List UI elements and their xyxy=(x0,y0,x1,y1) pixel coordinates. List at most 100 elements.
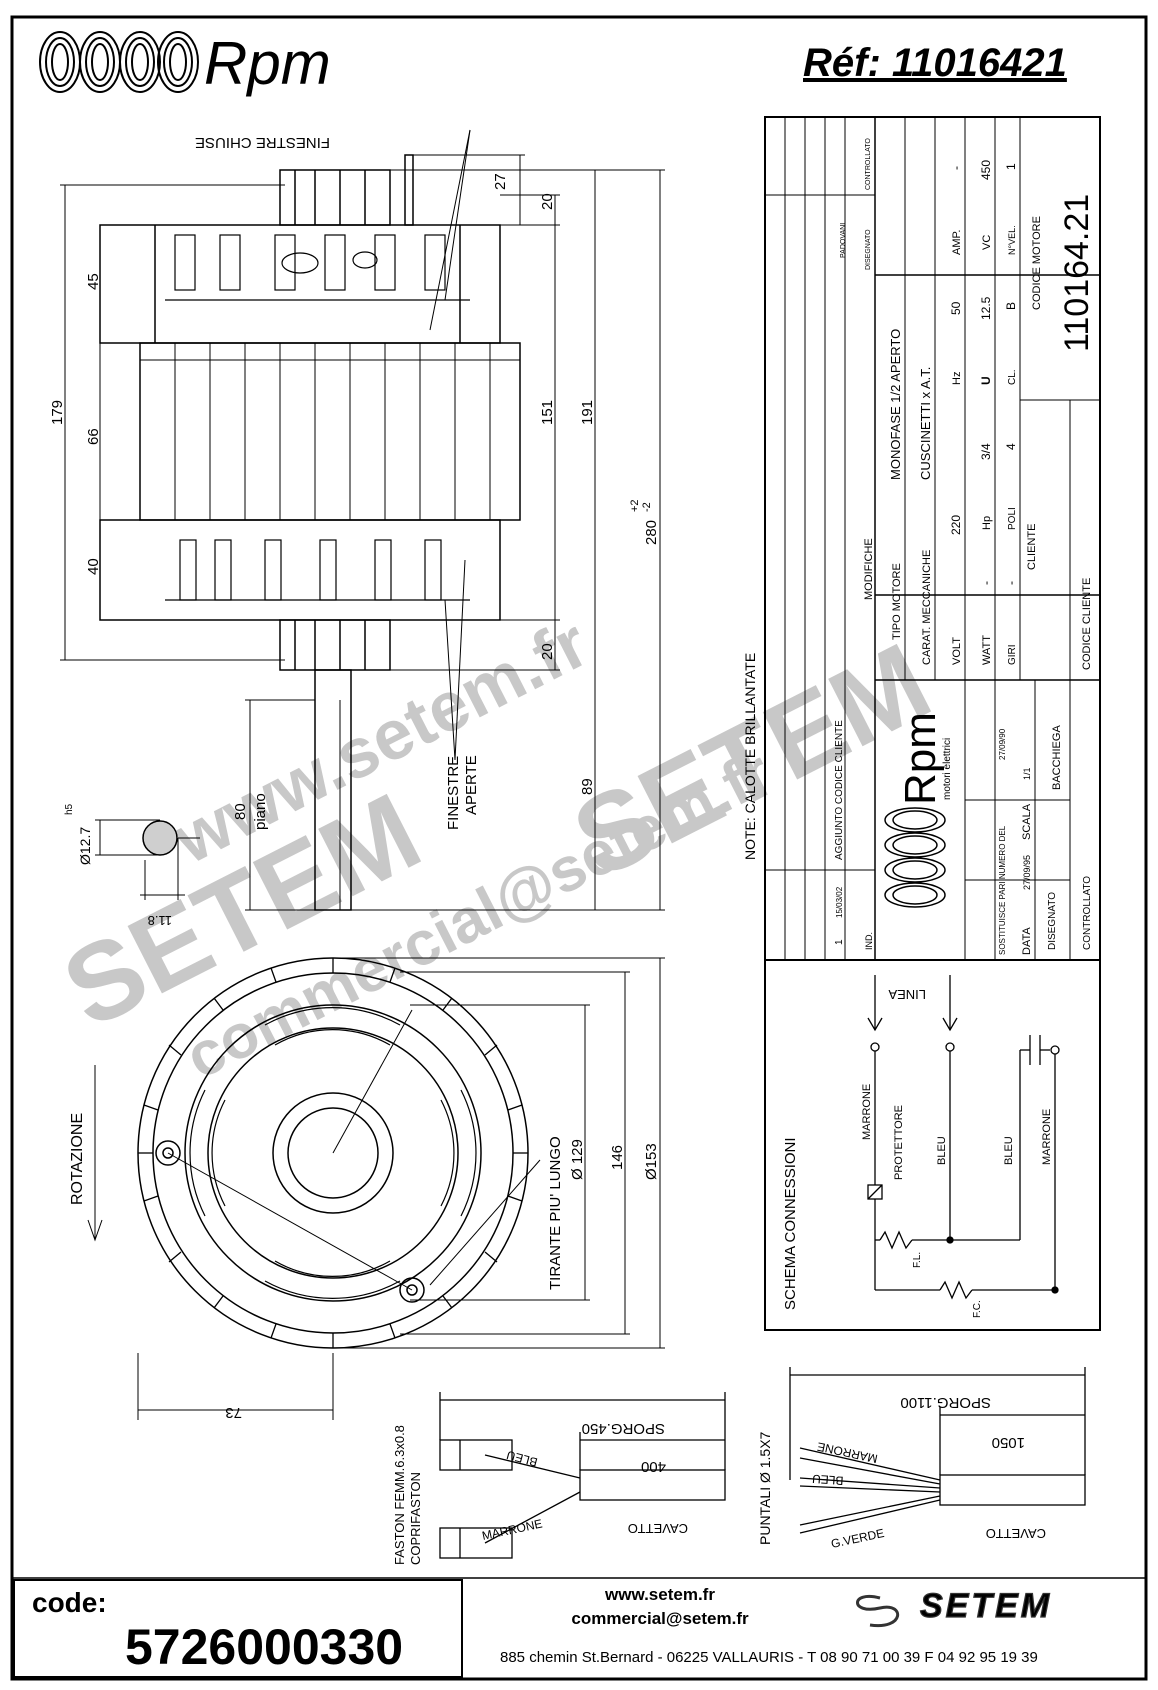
code-value: 5726000330 xyxy=(125,1619,403,1675)
tipo-motore-value: MONOFASE 1/2 APERTO xyxy=(888,329,903,480)
cable-right-bleu: BLEU xyxy=(812,1472,844,1488)
setem-logo: SETEM xyxy=(920,1587,1052,1625)
volt-label: VOLT xyxy=(951,637,963,665)
cl-label: CL. xyxy=(1007,369,1018,385)
mod-header-ind: IND. xyxy=(864,932,874,950)
label-tirante: TIRANTE PIU' LUNGO xyxy=(547,1136,564,1290)
shaft-flat-dim: 11.8 xyxy=(148,913,172,928)
label-rotazione: ROTAZIONE xyxy=(69,1113,86,1205)
nvel-label: N°VEL. xyxy=(1007,225,1017,255)
note: NOTE: CALOTTE BRILLANTATE xyxy=(742,653,758,860)
col-padovani: PADOVANI xyxy=(840,223,847,258)
title-block-logo-sub: motori elettrici xyxy=(942,738,953,800)
cable-left-cavetto: CAVETTO xyxy=(628,1521,688,1536)
footer-web: www.setem.fr xyxy=(604,1585,715,1604)
poli-label: POLI xyxy=(1007,507,1018,530)
footer-email: commercial@setem.fr xyxy=(571,1609,749,1628)
col-controllato: CONTROLLATO xyxy=(865,138,872,190)
codice-motore-value: 110164.21 xyxy=(1058,194,1096,352)
label-marrone-2: MARRONE xyxy=(1041,1109,1053,1165)
label-marrone-1: MARRONE xyxy=(861,1084,873,1140)
codice-cliente-label: CODICE CLIENTE xyxy=(1081,578,1093,670)
scala-label: SCALA xyxy=(1021,803,1033,840)
carat-label: CARAT. MECCANICHE xyxy=(921,550,933,665)
controllato-date: 27/09/90 xyxy=(998,728,1007,760)
vc-label: VC xyxy=(981,235,993,250)
label-linea: LINEA xyxy=(888,987,926,1002)
dim-89: 89 xyxy=(579,778,596,795)
side-view-labels: FINESTRE CHIUSE 27 20 45 66 40 179 151 1… xyxy=(49,134,660,830)
cliente-label: CLIENTE xyxy=(1026,524,1038,570)
dim-73: 73 xyxy=(225,1404,242,1421)
hz-value: 50 xyxy=(949,301,963,315)
mod-row1-date: 15/03/02 xyxy=(835,886,844,918)
label-fl: F.L. xyxy=(912,1252,923,1268)
label-piano: piano xyxy=(252,793,269,830)
label-finestre-chiuse: FINESTRE CHIUSE xyxy=(195,134,330,151)
dim-129: Ø 129 xyxy=(569,1139,586,1180)
cable-right xyxy=(789,1367,1086,1534)
hp-value: 3/4 xyxy=(979,443,993,460)
poli-value: 4 xyxy=(1004,443,1018,450)
title-block-text: IND. MODIFICHE 1 15/03/02 AGGIUNTO CODIC… xyxy=(742,138,1096,955)
dim-80: 80 xyxy=(232,803,249,820)
dim-280-tol-minus: -2 xyxy=(641,502,653,512)
code-box xyxy=(13,1579,463,1678)
cable-left-labels: SPORG.450 400 BLEU MARRONE CAVETTO FASTO… xyxy=(392,1420,688,1565)
brand-name: Rpm xyxy=(204,30,331,97)
dim-20-bottom: 20 xyxy=(539,643,556,660)
cable-left-400: 400 xyxy=(641,1458,666,1475)
amp-label: AMP. xyxy=(951,230,963,255)
reference-number: Réf: 11016421 xyxy=(803,41,1067,85)
cl-value: B xyxy=(1004,302,1018,310)
codice-motore-label: CODICE MOTORE xyxy=(1031,216,1043,310)
cable-left-sporg: SPORG.450 xyxy=(582,1420,665,1437)
volt-value: 220 xyxy=(949,515,963,535)
cable-right-1050: 1050 xyxy=(992,1434,1025,1451)
setem-swoosh-icon xyxy=(856,1595,899,1628)
dim-153: Ø153 xyxy=(643,1143,660,1180)
watt-label: WATT xyxy=(981,635,993,665)
tipo-motore-label: TIPO MOTORE xyxy=(891,563,903,640)
footer-address: 885 chemin St.Bernard - 06225 VALLAURIS … xyxy=(500,1649,1038,1666)
dim-151: 151 xyxy=(539,400,556,425)
faston-label-1: FASTON FEMM.6.3x0.8 xyxy=(392,1425,407,1565)
title-block xyxy=(764,116,1101,961)
cable-right-gverde: G.VERDE xyxy=(830,1526,886,1551)
side-view-dimensions xyxy=(60,129,665,911)
dim-40: 40 xyxy=(85,558,102,575)
wiring-schema xyxy=(764,959,1101,1331)
disegnato-label: DISEGNATO xyxy=(1047,892,1058,950)
nvel-value: 1 xyxy=(1004,163,1018,170)
sheet-border xyxy=(10,15,1148,1681)
dim-280-tol-plus: +2 xyxy=(629,499,641,512)
label-protettore: PROTETTORE xyxy=(893,1105,905,1180)
data-label: DATA xyxy=(1021,927,1033,955)
hz-label: Hz xyxy=(951,372,963,385)
data-value: 27/09/95 xyxy=(1022,855,1032,890)
mod-header-modifiche: MODIFICHE xyxy=(863,538,875,600)
scala-value: 1/1 xyxy=(1022,767,1032,780)
watt-value: - xyxy=(979,581,993,585)
title-block-logo-text: Rpm xyxy=(896,712,945,805)
mod-row1-text: AGGIUNTO CODICE CLIENTE xyxy=(834,720,845,860)
cable-right-marrone: MARRONE xyxy=(816,1439,879,1465)
puntali-label: PUNTALI Ø 1.5X7 xyxy=(757,1431,773,1545)
sostituisce-label: SOSTITUISCE PARI NUMERO DEL xyxy=(998,825,1007,955)
rpm-value: 12.5 xyxy=(979,296,993,320)
footer: code: 5726000330 www.setem.fr commercial… xyxy=(12,1577,1146,1678)
code-label: code: xyxy=(32,1587,107,1618)
front-view-dimensions xyxy=(87,957,665,1420)
label-bleu-2: BLEU xyxy=(1003,1136,1015,1165)
controllato-label: CONTROLLATO xyxy=(1082,876,1093,950)
title-block-logo xyxy=(884,807,946,908)
dim-66: 66 xyxy=(85,428,102,445)
vc-value: 450 xyxy=(979,160,993,180)
schema-title: SCHEMA CONNESSIONI xyxy=(782,1137,799,1310)
dim-27: 27 xyxy=(492,173,509,190)
dim-20-top: 20 xyxy=(539,193,556,210)
watermarks: www.setem.fr SETEM commercial@setem.fr S… xyxy=(45,603,948,1092)
motor-side-view xyxy=(99,154,521,911)
faston-label-2: COPRIFASTON xyxy=(408,1472,423,1565)
